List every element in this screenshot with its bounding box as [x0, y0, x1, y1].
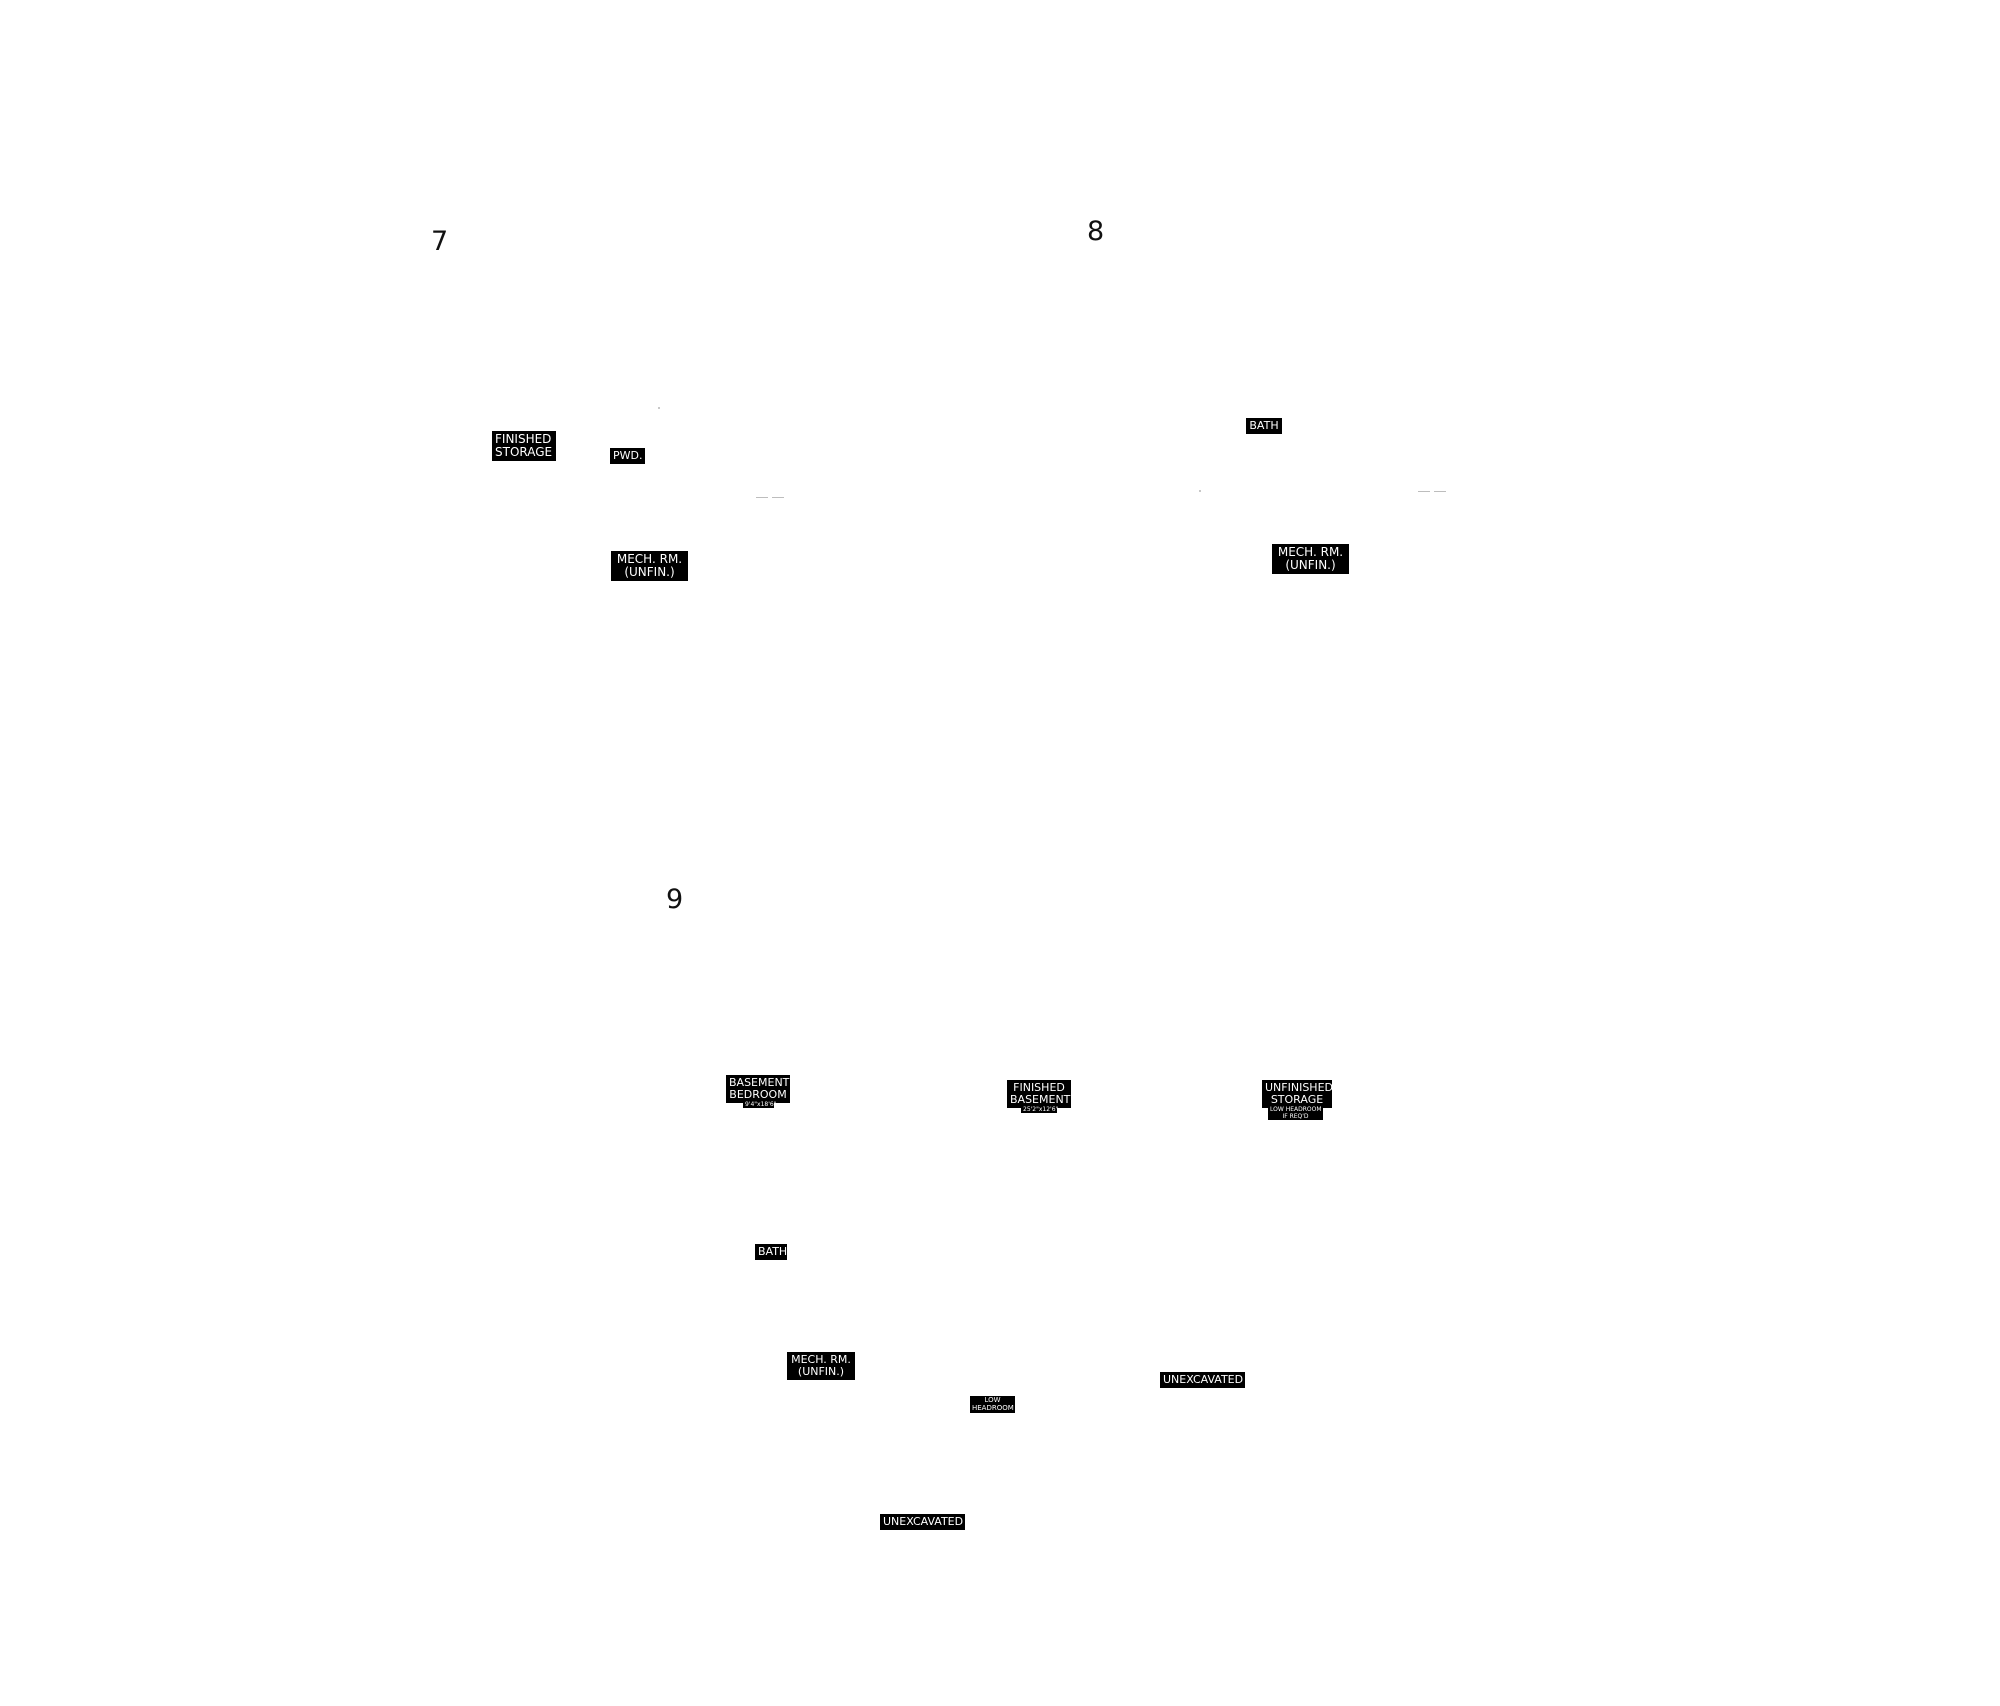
- hidden-line-dash: [1418, 491, 1430, 492]
- plan-number: 7: [431, 226, 449, 257]
- room-label-bath: BATH: [1246, 418, 1282, 434]
- room-note: LOW HEADROOM IF REQ'D: [1268, 1106, 1323, 1121]
- drawing-artifact-dot: [658, 407, 660, 409]
- room-label-basement-bedroom: BASEMENT BEDROOM: [726, 1075, 790, 1103]
- room-label-mech-room: MECH. RM. (UNFIN.): [611, 551, 688, 581]
- room-label-unexcavated: UNEXCAVATED: [1160, 1372, 1245, 1388]
- room-label-finished-basement: FINISHED BASEMENT: [1007, 1080, 1071, 1108]
- room-label-finished-storage: FINISHED STORAGE: [492, 431, 556, 461]
- drawing-artifact-dot: [1199, 490, 1201, 492]
- room-label-unfinished-storage: UNFINISHED STORAGE: [1262, 1080, 1333, 1108]
- room-label-mech-room: MECH. RM. (UNFIN.): [787, 1352, 855, 1380]
- room-label-bath: BATH: [755, 1244, 787, 1260]
- hidden-line-dash: [772, 497, 784, 498]
- plan-number: 8: [1087, 216, 1105, 247]
- room-label-low-headroom: LOW HEADROOM: [970, 1396, 1015, 1414]
- room-label-powder-room: PWD.: [610, 448, 645, 464]
- hidden-line-dash: [1434, 491, 1446, 492]
- hidden-line-dash: [756, 497, 768, 498]
- room-label-unexcavated: UNEXCAVATED: [880, 1514, 965, 1530]
- room-dimension: 25'2"x12'6": [1021, 1106, 1059, 1114]
- room-dimension: 9'4"x18'6": [743, 1101, 777, 1109]
- plan-number: 9: [666, 884, 684, 915]
- room-label-mech-room: MECH. RM. (UNFIN.): [1272, 544, 1349, 574]
